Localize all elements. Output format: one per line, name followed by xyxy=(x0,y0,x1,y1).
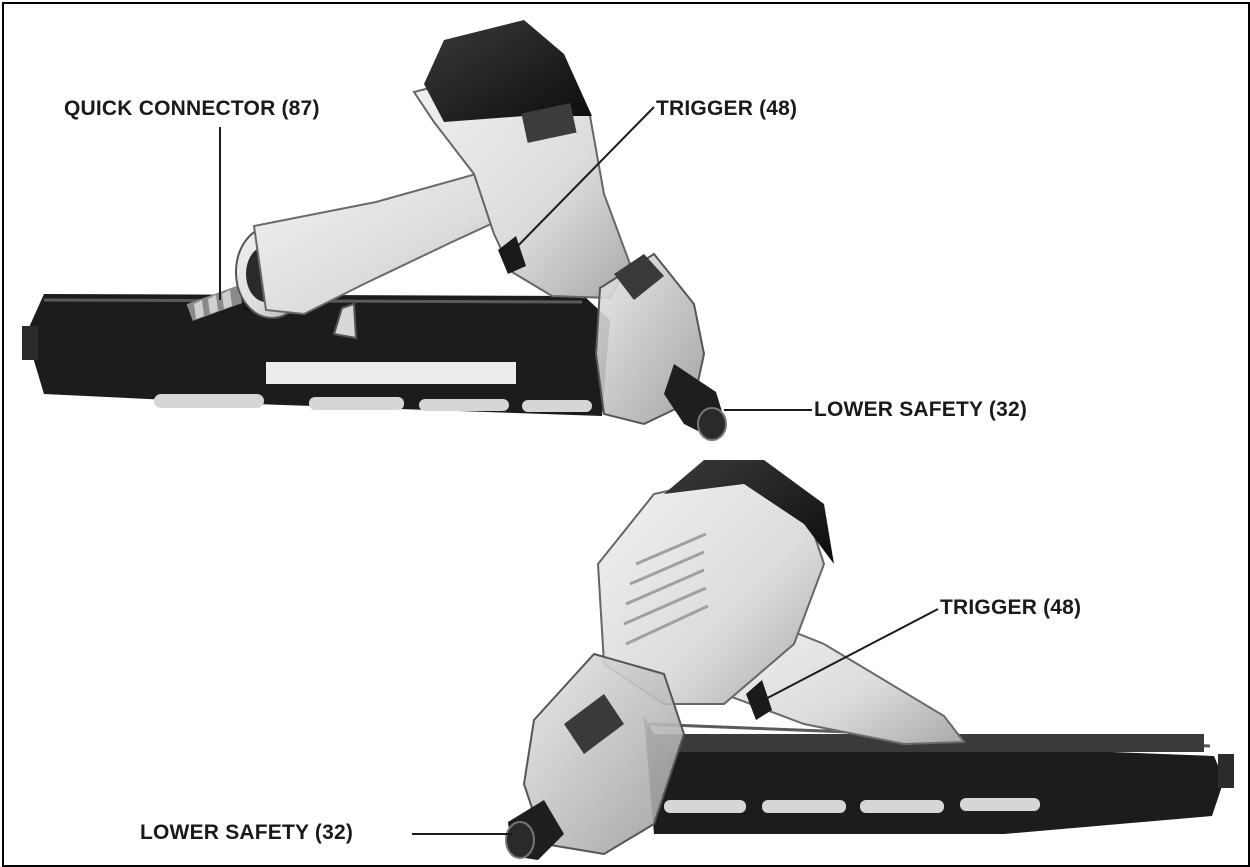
label-trigger-top: TRIGGER (48) xyxy=(656,97,798,120)
top-cylinder-cap xyxy=(424,20,592,122)
label-trigger-bottom: TRIGGER (48) xyxy=(940,596,1082,619)
top-magazine-window xyxy=(266,362,516,384)
bottom-nose-guard xyxy=(522,652,686,856)
leader-trigger-top xyxy=(505,106,655,259)
label-quick-connector: QUICK CONNECTOR (87) xyxy=(64,97,320,120)
top-nameplate xyxy=(521,103,577,143)
bottom-trigger xyxy=(746,680,772,720)
top-magazine xyxy=(26,294,610,416)
top-magazine-slots xyxy=(154,394,592,412)
top-nailer xyxy=(22,20,727,441)
top-handle xyxy=(252,172,506,316)
leader-lines xyxy=(219,106,939,835)
nailer-illustration xyxy=(22,20,1234,860)
leader-trigger-bottom xyxy=(755,608,939,705)
label-lower-safety-bottom: LOWER SAFETY (32) xyxy=(140,821,354,844)
bottom-magazine-slots xyxy=(664,798,1040,813)
top-magazine-end-cap xyxy=(22,326,38,360)
bottom-nailer xyxy=(505,460,1234,860)
label-lower-safety-top: LOWER SAFETY (32) xyxy=(814,398,1028,421)
bottom-body-ribs xyxy=(623,532,709,646)
bottom-cylinder-cap xyxy=(664,460,834,564)
